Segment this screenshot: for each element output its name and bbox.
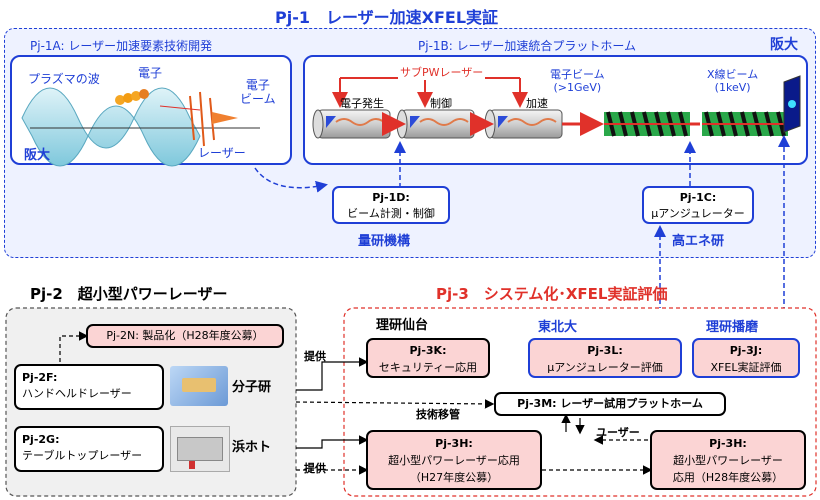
pj3h2-box: Pj-3H: 超小型パワーレーザー 応用（H28年度公募） — [650, 430, 806, 490]
pj1-title: Pj-1 レーザー加速XFEL実証 — [275, 8, 499, 27]
pj3k-box: Pj-3K: セキュリティー応用 — [366, 338, 490, 378]
control-label: 制御 — [430, 97, 452, 110]
pj2n-box: Pj-2N: 製品化（H28年度公募） — [86, 324, 284, 348]
electron-beam-label: 電子 ビーム — [240, 78, 276, 106]
accelerator-stages — [312, 77, 700, 139]
pj3-org-tohoku: 東北大 — [538, 320, 578, 335]
tech-transfer-label: 技術移管 — [416, 408, 460, 421]
pj3h2-line1: 超小型パワーレーザー — [673, 454, 783, 467]
provide-label-1: 提供 — [304, 350, 326, 363]
pj2-title: Pj-2 超小型パワーレーザー — [30, 285, 228, 303]
pj3h1-line1: 超小型パワーレーザー応用 — [388, 454, 520, 467]
pj1a-title: Pj-1A: レーザー加速要素技術開発 — [30, 39, 213, 53]
pj3h1-title: Pj-3H: — [435, 437, 473, 450]
pj3k-text: セキュリティー応用 — [378, 361, 478, 374]
plasma-wave-label: プラズマの波 — [28, 72, 100, 86]
pj1-org-osaka: 阪大 — [770, 37, 798, 53]
pj2f-org: 分子研 — [232, 380, 272, 395]
xray-line-2: (1keV) — [714, 81, 751, 94]
pj1d-org: 量研機構 — [358, 234, 411, 249]
pj3j-title: Pj-3J: — [729, 344, 763, 357]
pj2g-box: Pj-2G: テーブルトップレーザー — [14, 426, 164, 472]
pj3m-box: Pj-3M: レーザー試用プラットホーム — [494, 392, 726, 416]
pj3l-text: μアンジュレーター評価 — [547, 361, 663, 374]
pj2f-box: Pj-2F: ハンドヘルドレーザー — [14, 364, 164, 410]
pj3h2-line2: 応用（H28年度公募） — [672, 471, 784, 484]
pj1a-org: 阪大 — [24, 148, 51, 163]
pj2n-text: Pj-2N: 製品化（H28年度公募） — [106, 329, 264, 342]
pj3l-box: Pj-3L: μアンジュレーター評価 — [528, 338, 682, 378]
ebeam-line-2: (>1GeV) — [553, 81, 602, 94]
pj3-org-riken-harima: 理研播磨 — [706, 320, 759, 335]
user-label: ユーザー — [596, 426, 640, 439]
plasma-wave-illustration — [21, 87, 260, 167]
electron-label: 電子 — [138, 66, 163, 80]
xray-label: X線ビーム (1keV) — [707, 68, 758, 94]
pj3l-title: Pj-3L: — [587, 344, 623, 357]
pj2g-org: 浜ホト — [232, 440, 272, 455]
xray-detector — [783, 75, 801, 133]
provide-label-2: 提供 — [304, 462, 326, 475]
pj3-org-riken-sendai: 理研仙台 — [376, 318, 429, 333]
pj1c-box: Pj-1C: μアンジュレーター — [642, 186, 754, 224]
pj3h2-title: Pj-3H: — [709, 437, 747, 450]
pj1c-text: μアンジュレーター — [651, 207, 745, 220]
pj3m-text: Pj-3M: レーザー試用プラットホーム — [517, 397, 703, 410]
pj1d-text: ビーム計測・制御 — [347, 207, 435, 220]
pj2g-title: Pj-2G: — [22, 433, 60, 446]
sub-pw-laser-label: サブPWレーザー — [398, 64, 486, 80]
electron-beam-line-1: 電子 — [245, 78, 270, 92]
pj1c-org: 高エネ研 — [672, 234, 725, 249]
accel-label: 加速 — [526, 97, 548, 110]
pj1d-title: Pj-1D: — [372, 191, 410, 204]
pj3h1-line2: （H27年度公募） — [409, 471, 499, 484]
electron-beam-line-2: ビーム — [240, 92, 276, 106]
pj3-title: Pj-3 システム化･XFEL実証評価 — [436, 285, 668, 303]
xray-line-1: X線ビーム — [707, 68, 759, 81]
electron-gen-label: 電子発生 — [340, 97, 384, 110]
pj3h1-box: Pj-3H: 超小型パワーレーザー応用 （H27年度公募） — [366, 430, 542, 490]
pj3j-text: XFEL実証評価 — [710, 361, 782, 374]
laser-label: レーザー — [198, 146, 246, 160]
pj1b-title: Pj-1B: レーザー加速統合プラットホーム — [418, 39, 637, 53]
pj2f-title: Pj-2F: — [22, 371, 58, 384]
pj1d-box: Pj-1D: ビーム計測・制御 — [332, 186, 450, 224]
tabletop-laser-image — [170, 426, 230, 472]
ebeam-line-1: 電子ビーム — [550, 68, 605, 81]
pj2g-text: テーブルトップレーザー — [22, 449, 143, 462]
ebeam-label: 電子ビーム (>1GeV) — [550, 68, 605, 94]
pj2f-text: ハンドヘルドレーザー — [22, 387, 132, 400]
undulator-blocks — [604, 111, 788, 137]
pj1c-title: Pj-1C: — [679, 191, 717, 204]
pj3j-box: Pj-3J: XFEL実証評価 — [692, 338, 800, 378]
pj3k-title: Pj-3K: — [409, 344, 447, 357]
handheld-laser-image — [170, 366, 228, 406]
